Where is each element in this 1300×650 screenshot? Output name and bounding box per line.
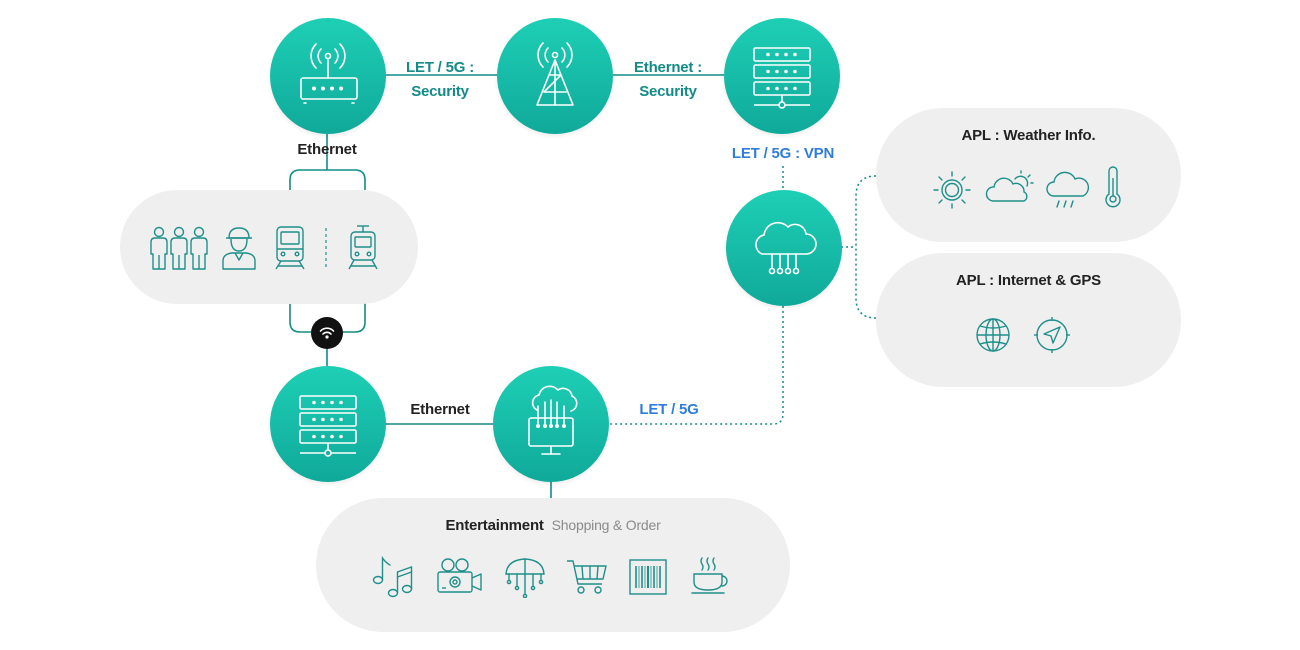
internet-panel-title: APL : Internet & GPS [956,272,1101,289]
cloud-terminal-icon [528,385,578,455]
music-icon [372,556,414,598]
router-node [270,18,386,134]
gateway-node [493,366,609,482]
gateway-cloud-link-label: LET / 5G [639,401,699,418]
cloud-node [726,190,842,306]
wifi-icon [319,327,335,339]
sun-icon [932,170,972,210]
router-tower-security: Security [411,83,469,100]
entertainment-panel-heading: Entertainment Shopping & Order [316,517,790,534]
router-tower-link-label: LET / 5G : Security [392,56,488,104]
server-node-bottom [270,366,386,482]
cell-tower-icon [536,42,574,106]
panel-divider [325,228,327,270]
internet-gps-panel [876,253,1181,387]
entertainment-subtitle: Shopping & Order [551,517,661,533]
partly-cloudy-icon [985,170,1035,206]
coffee-cup-icon [690,556,732,596]
server-cloud-link-label: LET / 5G : VPN [731,145,835,162]
server-node-top [724,18,840,134]
tower-server-link-label: Ethernet : Security [620,56,716,104]
thermometer-icon [1102,166,1124,208]
train-front-icon [272,224,308,270]
entertainment-panel [316,498,790,632]
router-icon [300,43,358,104]
tower-server-protocol: Ethernet : [633,59,702,76]
gps-compass-icon [1032,315,1072,355]
globe-icon [974,316,1012,354]
server-rack-icon [299,395,357,457]
driver-icon [220,224,258,270]
weather-panel-title: APL : Weather Info. [961,127,1096,144]
server-rack-icon [753,47,811,109]
tower-node [497,18,613,134]
network-umbrella-icon [503,556,547,598]
wifi-badge [311,317,343,349]
tower-server-security: Security [639,83,697,100]
shopping-cart-icon [566,558,608,596]
entertainment-title: Entertainment [445,517,544,534]
passengers-icon [150,225,208,271]
projector-icon [434,556,484,598]
cloud-network-icon [755,221,817,275]
weather-panel [876,108,1181,242]
rain-icon [1045,170,1091,210]
router-tower-protocol: LET / 5G : [405,59,474,76]
server-gateway-link-label: Ethernet [410,401,470,418]
barcode-icon [628,558,668,596]
router-down-link-label: Ethernet [297,141,357,158]
tram-icon [345,224,381,270]
